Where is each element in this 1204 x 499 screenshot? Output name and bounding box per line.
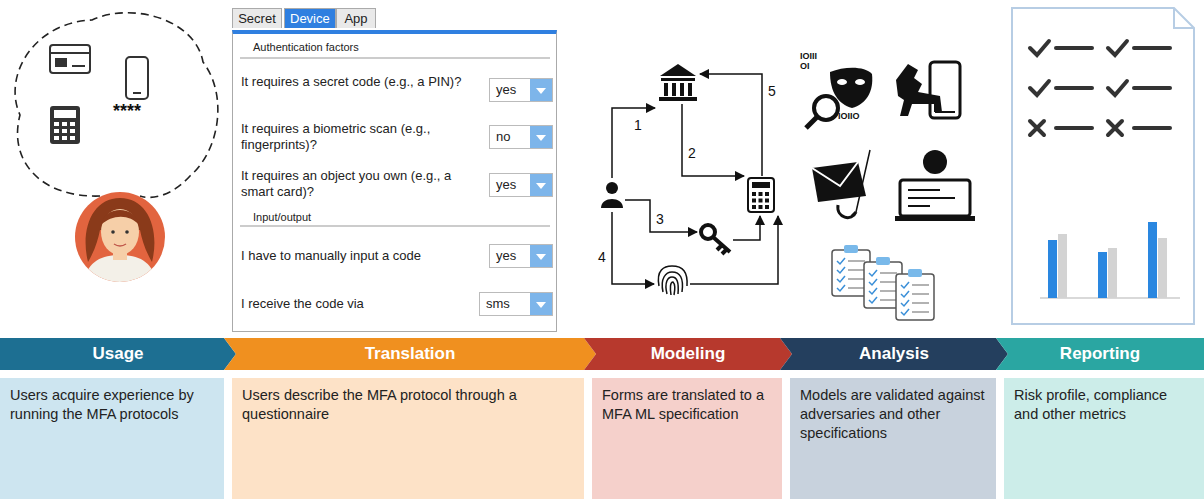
stage-text: Models are validated against adversaries… <box>800 386 986 443</box>
form-separator <box>240 226 550 227</box>
tab-label: App <box>344 11 367 26</box>
calculator-icon <box>50 106 80 144</box>
stage-description: Models are validated against adversaries… <box>790 378 996 499</box>
select-value: yes <box>496 177 516 192</box>
calculator-icon <box>748 178 774 212</box>
stage-text: Users describe the MFA protocol through … <box>242 386 574 424</box>
dropdown-button <box>530 174 552 196</box>
stage-chevron: Translation <box>224 338 596 370</box>
form-text: It requires a biometric scan (e.g., fing… <box>241 121 469 152</box>
step-number: 5 <box>768 84 776 98</box>
dropdown-select: yes <box>489 244 553 268</box>
phone-icon <box>126 57 148 99</box>
hacker-laptop-icon <box>895 150 975 221</box>
tab-label: Secret <box>238 11 276 26</box>
thought-cloud <box>15 13 218 198</box>
stage-title: Usage <box>92 344 143 364</box>
spy-mask-icon <box>806 68 872 128</box>
step-number: 3 <box>656 212 664 226</box>
dropdown-arrow <box>530 174 552 196</box>
stage-chevron: Usage <box>0 338 236 370</box>
binary-text: IOIIO <box>838 112 860 121</box>
form-text: Input/output <box>253 211 533 224</box>
stage-title: Analysis <box>859 344 929 364</box>
dropdown-button <box>530 79 552 101</box>
stage-title: Modeling <box>651 344 726 364</box>
trojan-phone-icon <box>896 62 960 118</box>
binary-text: IOIII <box>800 52 817 61</box>
stage-text: Users acquire experience by running the … <box>10 386 214 424</box>
form-text: Authentication factors <box>253 41 533 54</box>
bank-icon <box>659 64 697 101</box>
stage-text: Risk profile, compliance and other metri… <box>1014 386 1194 424</box>
form-text: I receive the code via <box>241 296 469 312</box>
stage-description: Risk profile, compliance and other metri… <box>1004 378 1204 499</box>
dropdown-select: no <box>489 125 553 149</box>
fingerprint-icon <box>658 266 687 295</box>
stage-description: Users acquire experience by running the … <box>0 378 224 499</box>
dropdown-button <box>530 245 552 267</box>
tab-label: Device <box>290 11 330 26</box>
select-value: no <box>496 129 510 144</box>
model-arrow <box>612 74 778 284</box>
stage-text: Forms are translated to a MFA ML specifi… <box>602 386 772 424</box>
stage-chevron: Analysis <box>780 338 1008 370</box>
binary-text: OI <box>800 62 810 71</box>
card-icon <box>50 45 90 73</box>
dropdown-select: yes <box>489 78 553 102</box>
step-number: 4 <box>598 250 606 264</box>
checklists-icon <box>832 245 934 320</box>
report-document <box>1012 8 1194 324</box>
stage-title: Translation <box>365 344 456 364</box>
form-background <box>232 30 557 332</box>
form-separator <box>240 58 550 59</box>
tab-button: Secret <box>232 8 282 28</box>
stage-chevron: Modeling <box>584 338 792 370</box>
dropdown-arrow <box>530 245 552 267</box>
tab-button: App <box>336 8 376 28</box>
select-value: yes <box>496 248 516 263</box>
tab-button: Device <box>284 8 336 28</box>
dropdown-button <box>530 126 552 148</box>
stage-description: Users describe the MFA protocol through … <box>232 378 584 499</box>
form-text: It requires a secret code (e.g., a PIN)? <box>241 74 469 90</box>
form-text: I have to manually input a code <box>241 248 469 264</box>
dropdown-arrow <box>530 293 552 315</box>
select-value: yes <box>496 82 516 97</box>
key-icon <box>701 225 730 254</box>
step-number: 2 <box>688 146 696 160</box>
step-number: 1 <box>634 118 642 132</box>
dropdown-arrow <box>530 79 552 101</box>
phishing-icon <box>812 150 870 218</box>
dropdown-select: sms <box>479 292 553 316</box>
dropdown-select: yes <box>489 173 553 197</box>
dropdown-button <box>530 293 552 315</box>
stage-description: Forms are translated to a MFA ML specifi… <box>592 378 782 499</box>
stage-chevron: Reporting <box>996 338 1204 370</box>
form-panel: Authentication factors It requires a secr… <box>232 30 557 332</box>
dropdown-arrow <box>530 126 552 148</box>
user-icon <box>601 182 623 208</box>
form-text: It requires an object you own (e.g., a s… <box>241 168 469 199</box>
masked-code: **** <box>113 102 141 120</box>
stage-title: Reporting <box>1060 344 1140 364</box>
select-value: sms <box>486 296 510 311</box>
user-avatar <box>75 192 165 290</box>
